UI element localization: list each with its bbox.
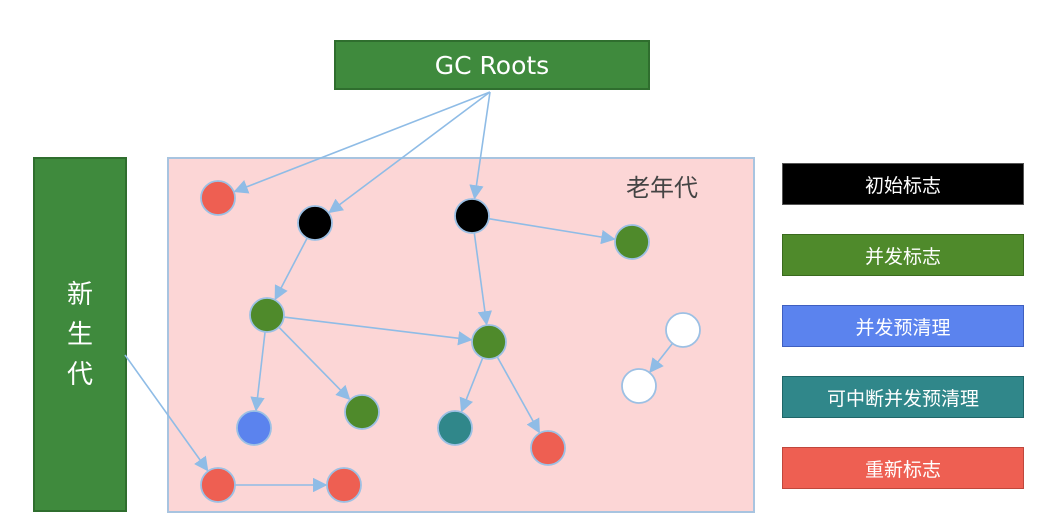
- reference-arrow: [274, 237, 308, 301]
- reference-arrow: [124, 354, 209, 472]
- reference-arrow: [488, 217, 616, 245]
- object-node-black: [454, 198, 490, 234]
- legend-initial-mark: 初始标志: [782, 163, 1024, 205]
- reference-arrow: [250, 331, 266, 412]
- object-node-white: [621, 368, 657, 404]
- object-node-black: [297, 205, 333, 241]
- young-generation-box: 新生代: [33, 157, 127, 512]
- object-node-red: [326, 467, 362, 503]
- object-node-red: [200, 467, 236, 503]
- object-node-green: [614, 224, 650, 260]
- legend-abortable-preclean: 可中断并发预清理: [782, 376, 1024, 418]
- reference-arrow: [496, 356, 540, 434]
- legend-concurrent-mark: 并发标志: [782, 234, 1024, 276]
- reference-arrow: [649, 342, 674, 373]
- object-node-white: [665, 312, 701, 348]
- reference-arrow: [473, 232, 492, 326]
- reference-arrow: [233, 91, 491, 194]
- reference-arrow: [278, 326, 351, 401]
- object-node-red: [530, 430, 566, 466]
- reference-arrow: [328, 91, 491, 214]
- object-node-green: [471, 324, 507, 360]
- object-node-green: [249, 297, 285, 333]
- reference-arrow: [459, 357, 484, 413]
- gc-roots-box: GC Roots: [334, 40, 650, 90]
- legend-remark: 重新标志: [782, 447, 1024, 489]
- young-generation-label: 新生代: [66, 279, 93, 390]
- object-node-teal: [437, 410, 473, 446]
- legend-concurrent-preclean: 并发预清理: [782, 305, 1024, 347]
- old-generation-label: 老年代: [626, 174, 698, 202]
- object-node-green: [344, 394, 380, 430]
- object-node-blue: [236, 410, 272, 446]
- reference-arrow: [469, 91, 491, 200]
- reference-arrow: [283, 316, 473, 346]
- object-node-red: [200, 180, 236, 216]
